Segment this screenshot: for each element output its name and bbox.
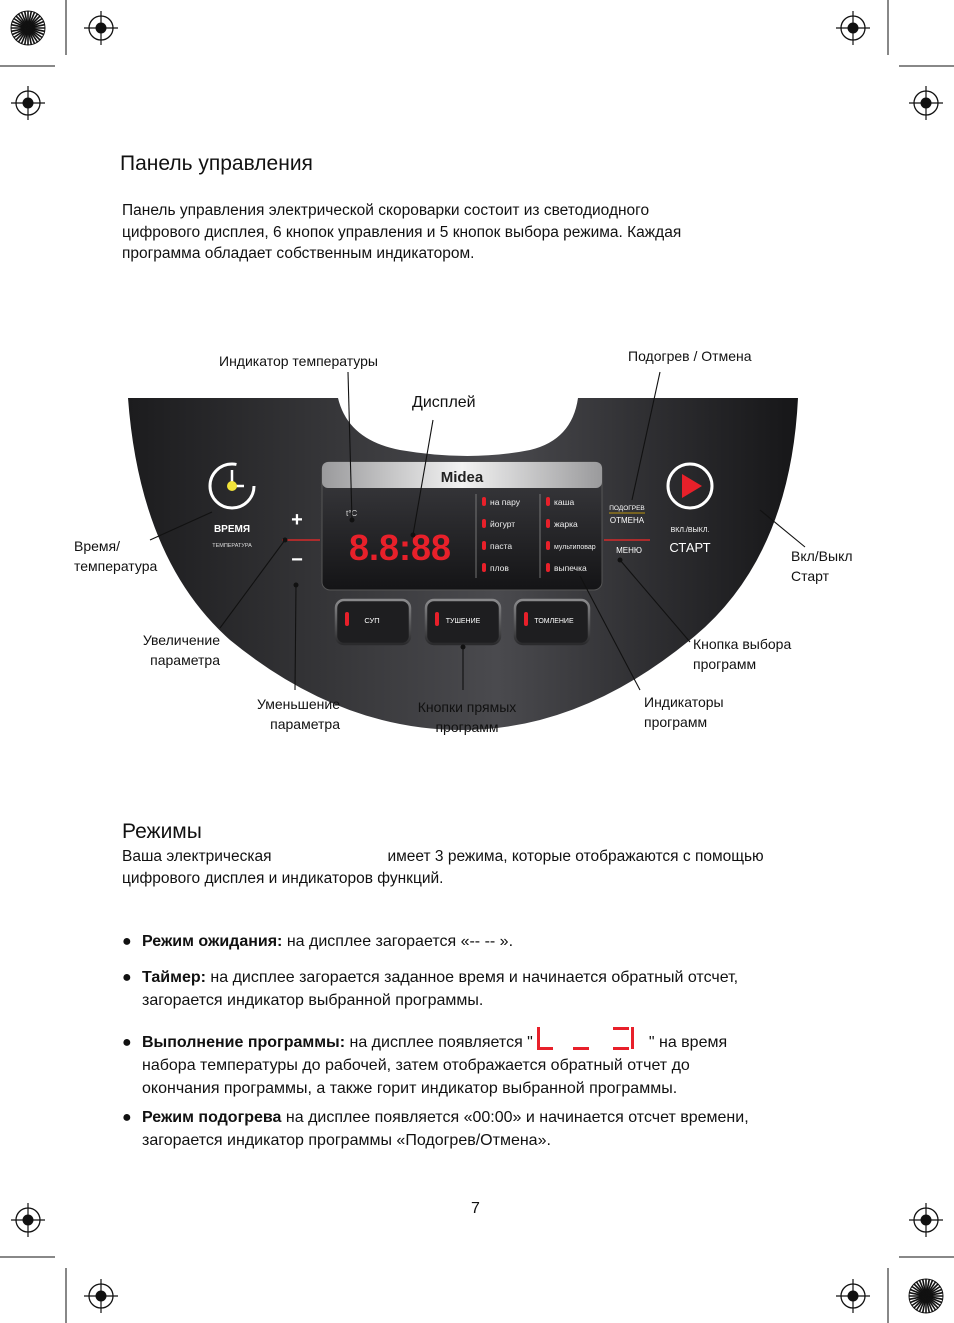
mode-text: окончания программы, а также горит индик… — [142, 1077, 842, 1100]
mode-name: Выполнение программы: — [142, 1034, 345, 1051]
callout-line: Старт — [791, 566, 853, 586]
mode-text: на дисплее загорается заданное время и н… — [206, 969, 738, 986]
bullet: ● — [122, 966, 142, 989]
callout-temp-indicator: Индикатор температуры — [219, 351, 378, 371]
svg-text:ВКЛ./ВЫКЛ.: ВКЛ./ВЫКЛ. — [671, 527, 710, 534]
callout-line: Время/ — [74, 536, 157, 556]
callout-program-indicators: Индикаторы программ — [644, 692, 724, 732]
led-heating-symbol — [533, 1025, 649, 1053]
callout-keepwarm-cancel: Подогрев / Отмена — [628, 346, 752, 366]
callout-line: программ — [693, 654, 791, 674]
svg-text:ТУШЕНИЕ: ТУШЕНИЕ — [446, 618, 481, 625]
bullet: ● — [122, 1106, 142, 1129]
keepwarm-label-bottom: ОТМЕНА — [610, 516, 645, 525]
callout-line: параметра — [240, 714, 340, 734]
menu-button: МЕНЮ — [616, 546, 642, 555]
mode-name: Таймер: — [142, 969, 206, 986]
svg-text:СТАРТ: СТАРТ — [669, 540, 710, 555]
brand-logo: Midea — [441, 469, 484, 486]
mode-text: загорается индикатор выбранной программы… — [142, 989, 842, 1012]
callout-direct-programs: Кнопки прямых программ — [403, 697, 531, 737]
program-label: мультиповар — [554, 544, 596, 551]
mode-text: на дисплее появляется " — [345, 1034, 533, 1051]
callout-line: Кнопка выбора — [693, 634, 791, 654]
direct-button-soup: СУП — [336, 600, 410, 644]
direct-button-braise: ТОМЛЕНИЕ — [515, 600, 589, 644]
program-label: на пару — [490, 497, 521, 507]
program-label: паста — [490, 541, 512, 551]
intro-part: Ваша электрическая — [122, 848, 271, 865]
callout-line: программ — [403, 717, 531, 737]
svg-text:СУП: СУП — [364, 616, 379, 625]
page-number: 7 — [471, 1200, 480, 1218]
callout-line: Индикаторы — [644, 692, 724, 712]
mode-standby: ●Режим ожидания: на дисплее загорается «… — [122, 930, 842, 953]
callout-line: программ — [644, 712, 724, 732]
bullet: ● — [122, 930, 142, 953]
mode-timer: ●Таймер: на дисплее загорается заданное … — [122, 966, 842, 1012]
starburst-mark — [909, 1279, 943, 1313]
program-label: йогурт — [490, 519, 515, 529]
callout-onoff-start: Вкл/Выкл Старт — [791, 546, 853, 586]
display-digits: 8.8:88 — [349, 527, 451, 568]
modes-intro: Ваша электрическая имеет 3 режима, которы… — [122, 846, 862, 889]
callout-time-temp: Время/ температура — [74, 536, 157, 576]
registration-mark — [84, 1279, 118, 1313]
intro-part: имеет 3 режима, которые отображаются с п… — [387, 848, 763, 865]
callout-display: Дисплей — [412, 394, 476, 412]
plus-button: + — [291, 509, 303, 531]
mode-text: на дисплее загорается «-- -- ». — [282, 933, 513, 950]
callout-program-select: Кнопка выбора программ — [693, 634, 791, 674]
callout-line: параметра — [130, 650, 220, 670]
direct-button-stew: ТУШЕНИЕ — [426, 600, 500, 644]
callout-line: Кнопки прямых — [403, 697, 531, 717]
registration-mark — [909, 1203, 943, 1237]
callout-line: Увеличение — [130, 630, 220, 650]
mode-text: на дисплее появляется «00:00» и начинает… — [281, 1109, 748, 1126]
svg-text:ВРЕМЯ: ВРЕМЯ — [214, 524, 250, 535]
mode-text: " на время — [649, 1034, 727, 1051]
mode-program-run: ●Выполнение программы: на дисплее появля… — [122, 1025, 842, 1100]
callout-line: Уменьшение — [240, 694, 340, 714]
control-panel-illustration: Midea t°C 8.8:88 на пару йогурт паста пл… — [0, 0, 954, 800]
section-title-modes: Режимы — [122, 820, 202, 844]
keepwarm-label-top: ПОДОГРЕВ — [609, 505, 645, 512]
intro-line: цифрового дисплея и индикаторов функций. — [122, 868, 862, 890]
program-label: каша — [554, 497, 574, 507]
mode-keepwarm: ●Режим подогрева на дисплее появляется «… — [122, 1106, 862, 1152]
program-label: выпечка — [554, 563, 587, 573]
svg-text:ТЕМПЕРАТУРА: ТЕМПЕРАТУРА — [212, 543, 252, 549]
callout-increase: Увеличение параметра — [130, 630, 220, 670]
mode-name: Режим подогрева — [142, 1109, 281, 1126]
callout-decrease: Уменьшение параметра — [240, 694, 340, 734]
mode-name: Режим ожидания: — [142, 933, 282, 950]
minus-button: − — [291, 549, 303, 571]
bullet: ● — [122, 1031, 142, 1054]
mode-text: набора температуры до рабочей, затем ото… — [142, 1054, 842, 1077]
program-label: плов — [490, 563, 509, 573]
svg-text:ТОМЛЕНИЕ: ТОМЛЕНИЕ — [534, 618, 574, 625]
program-label: жарка — [554, 519, 578, 529]
mode-text: загорается индикатор программы «Подогрев… — [142, 1129, 862, 1152]
registration-mark — [11, 1203, 45, 1237]
callout-line: Вкл/Выкл — [791, 546, 853, 566]
callout-line: температура — [74, 556, 157, 576]
registration-mark — [836, 1279, 870, 1313]
